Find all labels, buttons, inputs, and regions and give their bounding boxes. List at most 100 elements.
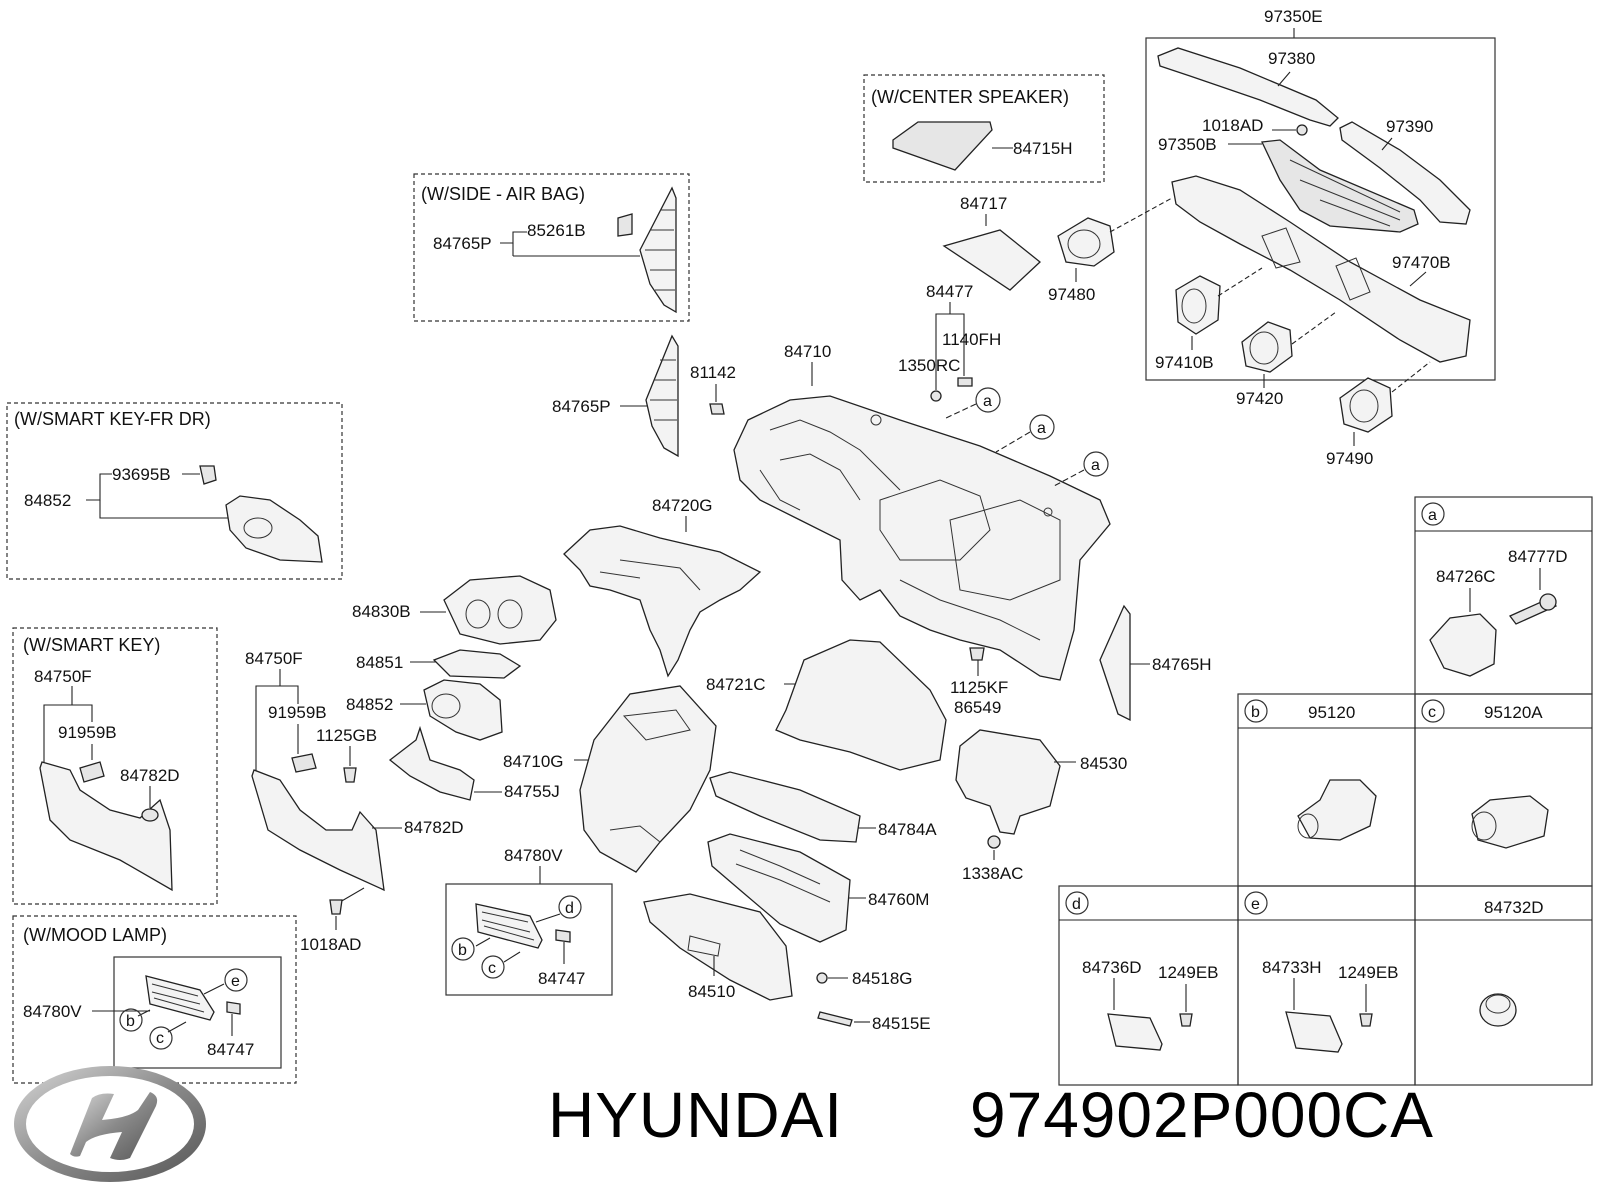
label-97350e: 97350E <box>1264 7 1323 26</box>
callout-a-2: a <box>1029 414 1055 440</box>
label-84747-mid: 84747 <box>538 969 585 988</box>
part-84780v-mid-shape <box>475 903 543 949</box>
part-97380-shape <box>1157 47 1339 127</box>
label-93695b: 93695B <box>112 465 171 484</box>
label-84852-left: 84852 <box>24 491 71 510</box>
part-84765h-shape <box>1099 604 1131 722</box>
callout-c-mid: c <box>481 955 505 979</box>
table-f-84732d-shape <box>1479 993 1517 1027</box>
box-smart-key: (W/SMART KEY) 84750F 91959B 84782D <box>12 627 218 905</box>
label-84851: 84851 <box>356 653 403 672</box>
part-84530-shape <box>955 729 1061 835</box>
part-85261b-shape <box>617 213 633 237</box>
callout-e-mood: e <box>224 968 248 992</box>
part-84765p-mid-shape <box>645 334 679 458</box>
label-84782d-left: 84782D <box>120 766 180 785</box>
label-84710g: 84710G <box>503 752 564 771</box>
svg-text:c: c <box>156 1030 164 1047</box>
part-91959b-mid-shape <box>291 753 317 773</box>
hyundai-logo <box>14 1066 206 1182</box>
part-84830b-shape <box>443 575 557 645</box>
svg-text:a: a <box>1037 420 1046 437</box>
label-84755j: 84755J <box>504 782 560 801</box>
label-84782d-mid: 84782D <box>404 818 464 837</box>
table-f-84732d: 84732D <box>1484 898 1544 917</box>
label-97410b: 97410B <box>1155 353 1214 372</box>
callout-a-3: a <box>1083 451 1109 477</box>
part-84750f-mid-shape <box>251 769 385 892</box>
part-97490-shape <box>1339 377 1393 433</box>
table-a-84726c-shape <box>1429 613 1497 677</box>
label-84721c: 84721C <box>706 675 766 694</box>
label-84780v-mid: 84780V <box>504 846 563 865</box>
table-header-a: a <box>1421 502 1445 526</box>
part-84760m-shape <box>707 833 851 943</box>
label-84780v-left: 84780V <box>23 1002 82 1021</box>
box-smart-key-fr-dr: (W/SMART KEY-FR DR) 93695B 84852 <box>6 402 343 580</box>
label-84765h: 84765H <box>1152 655 1212 674</box>
svg-text:e: e <box>1251 896 1260 913</box>
table-a-84726c: 84726C <box>1436 567 1496 586</box>
label-91959b-left: 91959B <box>58 723 117 742</box>
table-header-c: c <box>1421 699 1445 723</box>
label-84710: 84710 <box>784 342 831 361</box>
box-title-side-airbag: (W/SIDE - AIR BAG) <box>421 184 585 204</box>
svg-text:c: c <box>1428 704 1436 721</box>
label-84830b: 84830B <box>352 602 411 621</box>
part-97390-shape <box>1339 121 1471 225</box>
svg-text:a: a <box>1091 457 1100 474</box>
label-84717: 84717 <box>960 194 1007 213</box>
table-d-1249eb: 1249EB <box>1158 963 1219 982</box>
svg-text:a: a <box>983 393 992 410</box>
table-header-b: b <box>1244 699 1268 723</box>
part-84750f-left-shape <box>39 761 173 892</box>
table-d-84736d: 84736D <box>1082 958 1142 977</box>
box-title-mood-lamp: (W/MOOD LAMP) <box>23 925 167 945</box>
footer-part-number: 974902P000CA <box>970 1079 1434 1151</box>
box-title-smart-key: (W/SMART KEY) <box>23 635 160 655</box>
part-84720g-shape <box>563 525 762 678</box>
table-c-95120a-shape <box>1471 795 1549 849</box>
label-97350b: 97350B <box>1158 135 1217 154</box>
label-91959b-mid: 91959B <box>268 703 327 722</box>
box-mood-lamp: (W/MOOD LAMP) 84780V 84747 e b c <box>12 915 297 1084</box>
box-title-smart-key-fr-dr: (W/SMART KEY-FR DR) <box>14 409 211 429</box>
part-84710-dash-shape <box>733 395 1111 681</box>
label-84765p-mid: 84765P <box>552 397 611 416</box>
label-84750f-mid: 84750F <box>245 649 303 668</box>
svg-text:d: d <box>565 900 574 917</box>
label-84750f-left: 84750F <box>34 667 92 686</box>
part-84717-shape <box>942 229 1041 291</box>
table-d-84736d-shape <box>1107 1013 1163 1051</box>
part-91959b-left-shape <box>79 761 105 783</box>
table-e-84733h: 84733H <box>1262 958 1322 977</box>
label-97390: 97390 <box>1386 117 1433 136</box>
part-duct-main-shape <box>1171 175 1471 363</box>
part-84780v-left-shape <box>145 975 215 1021</box>
box-title-center-speaker: (W/CENTER SPEAKER) <box>871 87 1069 107</box>
label-84760m: 84760M <box>868 890 929 909</box>
table-c-95120a: 95120A <box>1484 703 1543 722</box>
callout-d-mid: d <box>558 895 582 919</box>
label-84477: 84477 <box>926 282 973 301</box>
part-93695b-shape <box>199 465 217 485</box>
table-header-d: d <box>1065 891 1089 915</box>
callout-b-mid: b <box>451 937 475 961</box>
part-97480-shape <box>1057 217 1115 267</box>
center-parts: 84717 84477 1140FH 1350RC 84710 81142 a … <box>245 194 1212 1033</box>
label-1338ac: 1338AC <box>962 864 1023 883</box>
part-97420-shape <box>1241 321 1293 373</box>
svg-text:a: a <box>1428 507 1437 524</box>
label-97490: 97490 <box>1326 449 1373 468</box>
svg-text:e: e <box>231 973 240 990</box>
part-84755j-shape <box>388 725 475 801</box>
table-b-95120-shape <box>1297 779 1377 841</box>
label-1125kf: 1125KF <box>950 678 1008 697</box>
label-1018ad-top: 1018AD <box>1202 116 1263 135</box>
label-81142: 81142 <box>690 363 736 382</box>
label-1140fh: 1140FH <box>942 330 1001 349</box>
label-86549: 86549 <box>954 698 1001 717</box>
part-84510-shape <box>643 893 793 1001</box>
part-84852-mid-shape <box>423 679 503 741</box>
label-84720g: 84720G <box>652 496 713 515</box>
